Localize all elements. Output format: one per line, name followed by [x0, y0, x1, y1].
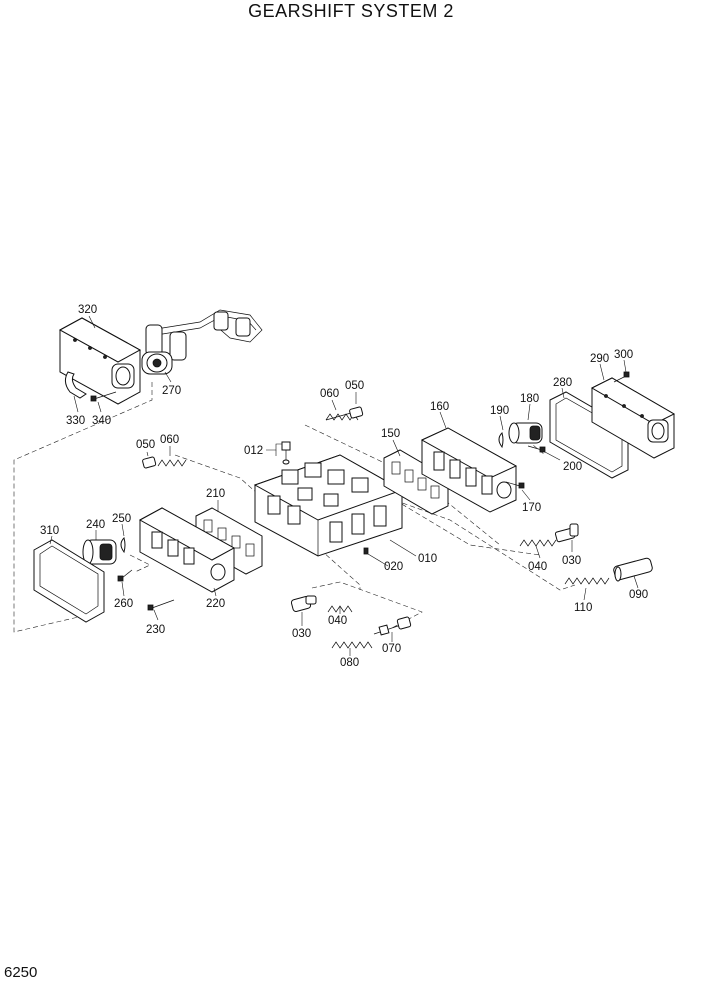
label-210: 210 [206, 488, 225, 500]
part-080-spring[interactable] [331, 641, 373, 649]
label-250: 250 [112, 513, 131, 525]
label-240: 240 [86, 519, 105, 531]
label-012: 012 [244, 445, 263, 457]
part-270-wiring-harness[interactable] [141, 309, 263, 375]
dashed-assembly-lines [13, 382, 576, 633]
label-030-bottom: 030 [292, 628, 311, 640]
page-number: 6250 [4, 964, 38, 981]
part-030-plug-right[interactable] [554, 523, 579, 543]
label-340: 340 [92, 415, 111, 427]
label-290: 290 [590, 353, 609, 365]
label-160: 160 [430, 401, 449, 413]
leader-lines [49, 315, 639, 656]
part-010-valve-housing[interactable] [253, 454, 404, 557]
label-040-bottom: 040 [328, 615, 347, 627]
part-250-ring[interactable] [120, 537, 126, 554]
label-280: 280 [553, 377, 572, 389]
part-060-spring-left[interactable] [157, 459, 187, 467]
part-number-labels: 320 270 330 340 060 050 050 060 012 150 … [40, 304, 648, 669]
part-240-sensor[interactable] [82, 539, 117, 565]
label-070: 070 [382, 643, 401, 655]
label-310: 310 [40, 525, 59, 537]
label-030-right: 030 [562, 555, 581, 567]
part-170-bolt[interactable] [505, 481, 525, 489]
label-010: 010 [418, 553, 437, 565]
label-080: 080 [340, 657, 359, 669]
label-090: 090 [629, 589, 648, 601]
label-110: 110 [574, 602, 592, 614]
label-060-upper: 060 [320, 388, 339, 400]
label-060-left: 060 [160, 434, 179, 446]
part-040-spring-right[interactable] [519, 539, 557, 547]
label-180: 180 [520, 393, 539, 405]
part-190-ring[interactable] [498, 432, 504, 449]
label-200: 200 [563, 461, 582, 473]
part-310-gasket[interactable] [33, 539, 105, 623]
part-050-piston-left[interactable] [142, 456, 157, 469]
part-300-bolt[interactable] [613, 371, 630, 383]
page-title: GEARSHIFT SYSTEM 2 [248, 1, 454, 21]
part-230-bolt[interactable] [147, 599, 175, 611]
part-340-bolt[interactable] [90, 391, 117, 402]
part-290-cover[interactable] [590, 377, 676, 459]
part-280-gasket[interactable] [549, 391, 629, 479]
part-330-clip[interactable] [64, 371, 87, 399]
part-110-spring[interactable] [564, 577, 610, 585]
label-320: 320 [78, 304, 97, 316]
label-270: 270 [162, 385, 181, 397]
label-300: 300 [614, 349, 633, 361]
label-170: 170 [522, 502, 541, 514]
part-030-plug-bottom[interactable] [290, 595, 317, 612]
part-070-spool[interactable] [373, 616, 412, 636]
part-020-screw[interactable] [363, 547, 369, 555]
part-320-cover[interactable] [58, 317, 142, 405]
part-260-bolt[interactable] [117, 569, 133, 582]
label-330: 330 [66, 415, 85, 427]
part-160-valve-block[interactable] [420, 427, 518, 513]
label-020: 020 [384, 561, 403, 573]
label-050-left: 050 [136, 439, 155, 451]
label-220: 220 [206, 598, 225, 610]
part-050-piston-upper[interactable] [349, 406, 364, 419]
part-150-gasket[interactable] [383, 449, 449, 515]
part-090-piston[interactable] [613, 557, 653, 582]
label-260: 260 [114, 598, 133, 610]
label-230: 230 [146, 624, 165, 636]
label-050-upper: 050 [345, 380, 364, 392]
part-200-bolt[interactable] [527, 445, 546, 453]
part-220-valve-block[interactable] [138, 507, 236, 593]
label-150: 150 [381, 428, 400, 440]
label-190: 190 [490, 405, 509, 417]
label-040-right: 040 [528, 561, 547, 573]
part-012-plug[interactable] [281, 441, 291, 465]
part-180-pressure-sensor[interactable] [508, 422, 543, 444]
